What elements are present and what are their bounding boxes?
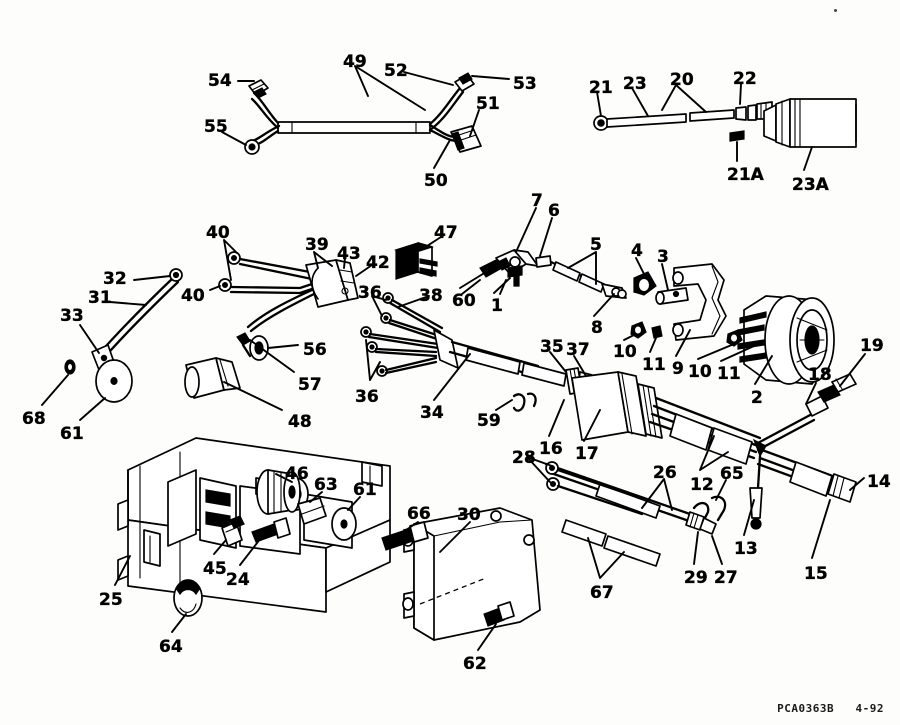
callout-62: 62	[463, 654, 487, 674]
callout-1: 1	[491, 296, 503, 316]
callout-38: 38	[419, 286, 443, 306]
part-30-cover	[381, 507, 541, 641]
callout-19: 19	[860, 336, 884, 356]
callout-10b: 10	[688, 362, 712, 382]
callout-18: 18	[808, 365, 832, 385]
callout-63: 63	[314, 475, 338, 495]
callout-34: 34	[420, 403, 444, 423]
callout-64: 64	[159, 637, 183, 657]
callout-55: 55	[204, 117, 228, 137]
callout-2: 2	[751, 388, 763, 408]
callout-40: 40	[206, 223, 230, 243]
leader-lines-bottom-center	[399, 521, 625, 651]
part-2-starter-motor	[737, 295, 835, 385]
callout-5: 5	[590, 235, 602, 255]
callout-40b: 40	[181, 286, 205, 306]
callout-49: 49	[343, 52, 367, 72]
callout-67: 67	[590, 583, 614, 603]
callout-29: 29	[684, 568, 708, 588]
leader-lines-right	[526, 353, 866, 565]
callout-51: 51	[476, 94, 500, 114]
callout-8: 8	[591, 318, 603, 338]
part-20-rod-assembly	[593, 98, 857, 148]
leader-lines-top-left	[221, 65, 510, 169]
callout-14: 14	[867, 472, 891, 492]
callout-37: 37	[566, 340, 590, 360]
callout-56: 56	[303, 340, 327, 360]
callout-23: 23	[623, 74, 647, 94]
part-49-harness-assembly	[244, 72, 482, 155]
callout-39: 39	[305, 235, 329, 255]
callout-48: 48	[288, 412, 312, 432]
leader-lines-top-right	[596, 83, 813, 171]
part-67-rods	[561, 519, 661, 567]
callout-13: 13	[734, 539, 758, 559]
callout-3: 3	[657, 247, 669, 267]
callout-68: 68	[22, 409, 46, 429]
leader-lines-bottom-left	[114, 473, 361, 633]
callout-4: 4	[631, 241, 643, 261]
callout-65: 65	[720, 464, 744, 484]
callout-43: 43	[337, 244, 361, 264]
callout-10: 10	[613, 342, 637, 362]
part-36-leads	[360, 292, 444, 377]
callout-36: 36	[358, 283, 382, 303]
callout-50: 50	[424, 171, 448, 191]
callout-46: 46	[285, 464, 309, 484]
callout-45: 45	[203, 559, 227, 579]
callout-16: 16	[539, 439, 563, 459]
callout-59: 59	[477, 411, 501, 431]
callout-24: 24	[226, 570, 250, 590]
callout-42: 42	[366, 253, 390, 273]
callout-33: 33	[60, 306, 84, 326]
callout-6: 6	[548, 201, 560, 221]
callout-11b: 11	[717, 364, 741, 384]
part-34-main-cable	[360, 292, 762, 465]
part-5-link-assembly	[479, 249, 759, 347]
callout-61b: 61	[353, 480, 377, 500]
callout-30: 30	[457, 505, 481, 525]
callout-54: 54	[208, 71, 232, 91]
part-61b-washer	[331, 507, 357, 541]
callout-15: 15	[804, 564, 828, 584]
callout-22: 22	[733, 69, 757, 89]
leader-lines-left	[41, 275, 171, 421]
callout-12: 12	[690, 475, 714, 495]
callout-25: 25	[99, 590, 123, 610]
callout-32: 32	[103, 269, 127, 289]
callout-57: 57	[298, 375, 322, 395]
callout-61: 61	[60, 424, 84, 444]
leader-lines-center	[365, 279, 601, 442]
part-46-switch-barrel	[256, 469, 301, 515]
part-39-connector-harness	[184, 242, 438, 399]
callout-47: 47	[434, 223, 458, 243]
callout-21a: 21A	[727, 165, 764, 185]
callout-35: 35	[540, 337, 564, 357]
callout-7: 7	[531, 191, 543, 211]
part-45-bracket	[221, 515, 245, 547]
callout-23a: 23A	[792, 175, 829, 195]
callout-28: 28	[512, 448, 536, 468]
part-24-screw	[251, 517, 291, 543]
callout-20: 20	[670, 70, 694, 90]
leader-lines-mid-left	[209, 234, 445, 411]
diagram-reference-code: PCA0363B 4-92	[777, 702, 884, 715]
callout-17: 17	[575, 444, 599, 464]
callout-11: 11	[642, 355, 666, 375]
callout-26: 26	[653, 463, 677, 483]
callout-27: 27	[714, 568, 738, 588]
callout-9: 9	[672, 359, 684, 379]
callout-52: 52	[384, 61, 408, 81]
part-64-cap	[173, 579, 203, 617]
part-14-cable-right	[544, 373, 857, 535]
callout-36b: 36	[355, 387, 379, 407]
callout-53: 53	[513, 74, 537, 94]
callout-31: 31	[88, 288, 112, 308]
callout-21: 21	[589, 78, 613, 98]
callout-60: 60	[452, 291, 476, 311]
leader-lines-right-center	[459, 207, 773, 385]
callout-66: 66	[407, 504, 431, 524]
dust-speck	[834, 9, 837, 12]
